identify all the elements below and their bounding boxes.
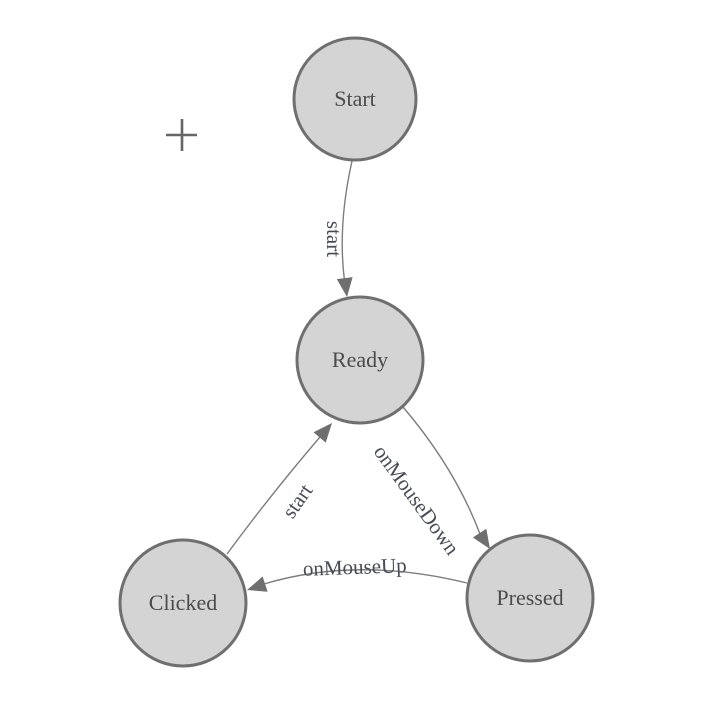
node-label: Ready (332, 347, 388, 372)
state-node-pressed[interactable]: Pressed (465, 533, 595, 663)
transition-edge-pressed-to-clicked[interactable]: onMouseUp (247, 553, 468, 592)
add-node-plus-icon[interactable] (166, 119, 197, 151)
node-circle (292, 36, 418, 162)
node-label: Pressed (496, 585, 563, 610)
arrowhead-icon (313, 423, 332, 443)
node-circle (465, 533, 595, 663)
node-label: Clicked (149, 590, 217, 615)
edge-label: start (277, 479, 317, 523)
state-node-start[interactable]: Start (292, 36, 418, 162)
arrowhead-icon (336, 277, 353, 297)
state-node-ready[interactable]: Ready (295, 295, 425, 425)
transition-edge-start-to-ready[interactable]: start (322, 160, 353, 297)
node-circle (118, 538, 248, 668)
arrowhead-icon (472, 528, 490, 549)
edge-path (341, 160, 353, 285)
edge-path (226, 436, 321, 555)
edge-label: onMouseDown (369, 440, 465, 559)
edge-path (402, 406, 481, 535)
transition-edge-clicked-to-ready[interactable]: start (226, 423, 332, 555)
plus-icon (166, 119, 197, 151)
edge-label: start (322, 221, 346, 257)
transition-edge-ready-to-pressed[interactable]: onMouseDown (369, 406, 490, 560)
edge-path (263, 569, 468, 585)
edge-label: onMouseUp (302, 553, 407, 581)
node-circle (295, 295, 425, 425)
node-label: Start (334, 86, 376, 111)
arrowhead-icon (247, 576, 268, 592)
state-node-clicked[interactable]: Clicked (118, 538, 248, 668)
